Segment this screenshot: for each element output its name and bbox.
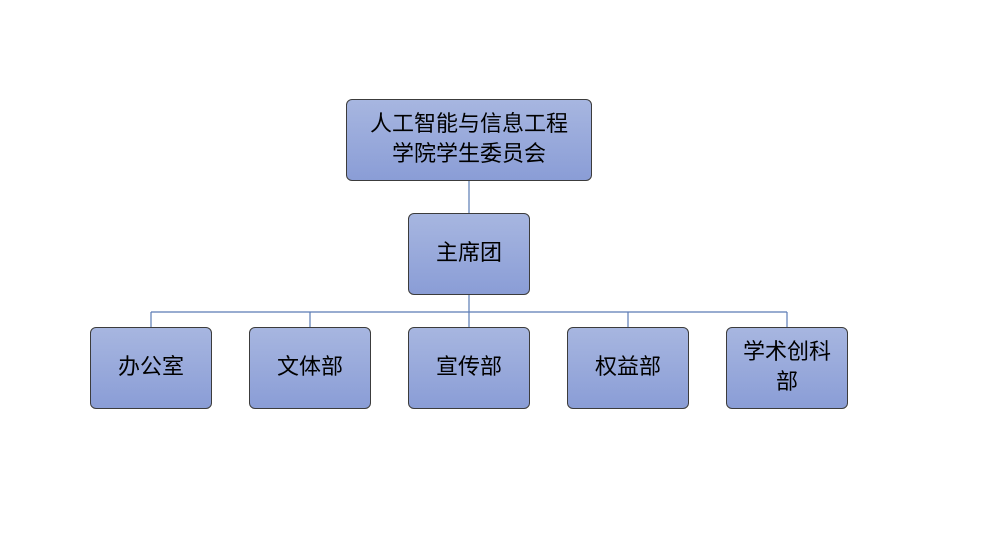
node-academic-innovation: 学术创科 部 (726, 327, 848, 409)
node-publicity-label: 宣传部 (435, 355, 502, 380)
node-presidium: 主席团 (408, 213, 530, 295)
node-publicity: 宣传部 (408, 327, 530, 409)
node-rights-label: 权益部 (594, 355, 661, 380)
node-academic-innovation-label: 学术创科 部 (742, 340, 831, 395)
node-culture-sports: 文体部 (249, 327, 371, 409)
node-presidium-label: 主席团 (435, 241, 502, 266)
node-culture-sports-label: 文体部 (276, 355, 343, 380)
node-student-committee-label: 人工智能与信息工程 学院学生委员会 (369, 112, 568, 167)
node-office: 办公室 (90, 327, 212, 409)
node-office-label: 办公室 (117, 355, 184, 380)
node-student-committee: 人工智能与信息工程 学院学生委员会 (346, 99, 592, 181)
node-rights: 权益部 (567, 327, 689, 409)
